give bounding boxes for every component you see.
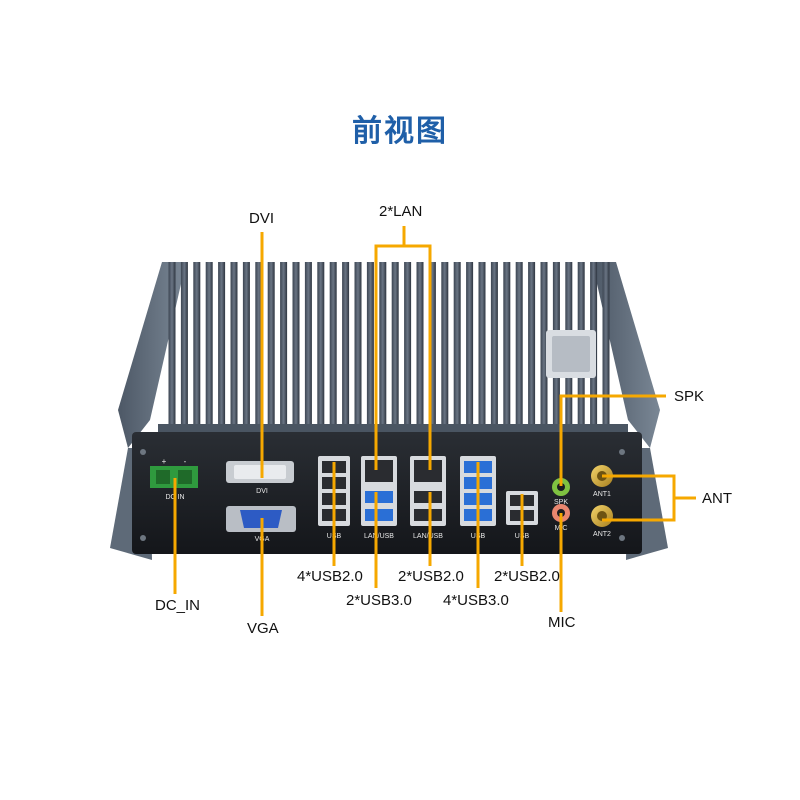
heatsink-fin: [602, 262, 610, 426]
svg-text:+: +: [162, 457, 167, 466]
callout-2usb30: 2*USB3.0: [346, 592, 412, 609]
callout-ant: ANT: [702, 490, 732, 507]
ant1-connector[interactable]: ANT1: [591, 465, 613, 498]
spk-jack[interactable]: SPK: [552, 478, 570, 506]
heatsink-fin: [540, 262, 548, 426]
heatsink-fin: [416, 262, 424, 426]
callout-2lan: 2*LAN: [379, 203, 423, 220]
callout-dvi: DVI: [249, 210, 275, 227]
ant2-label: ANT2: [593, 531, 611, 538]
heatsink-fin: [255, 262, 263, 426]
spk-label: SPK: [554, 499, 568, 506]
heatsink-fin: [180, 262, 188, 426]
lan-usb-port-1[interactable]: LAN/USB: [361, 456, 397, 540]
screw: [140, 535, 146, 541]
page-title: 前视图: [352, 114, 448, 149]
callout-2usb20-dual: 2*USB2.0: [494, 568, 560, 585]
heatsink-fin: [478, 262, 486, 426]
heatsink-fin: [528, 262, 536, 426]
heatsink-fin: [428, 262, 436, 426]
heatsink-fin: [354, 262, 362, 426]
callout-mic: MIC: [548, 614, 576, 631]
callout-2usb20-lan: 2*USB2.0: [398, 568, 464, 585]
ant1-label: ANT1: [593, 491, 611, 498]
heatsink-fins: [168, 262, 610, 426]
heatsink-fin: [466, 262, 474, 426]
right-bracket: [592, 262, 660, 448]
heatsink-fin: [342, 262, 350, 426]
heatsink-fin: [218, 262, 226, 426]
heatsink-fin: [168, 262, 176, 426]
brand-badge-inner: [552, 336, 590, 372]
callout-4usb30: 4*USB3.0: [443, 592, 509, 609]
heatsink-fin: [193, 262, 201, 426]
heatsink-fin: [503, 262, 511, 426]
svg-text:-: -: [184, 457, 187, 466]
heatsink-fin: [317, 262, 325, 426]
heatsink-fin: [205, 262, 213, 426]
heatsink-fin: [304, 262, 312, 426]
heatsink-fin: [404, 262, 412, 426]
heatsink-fin: [441, 262, 449, 426]
heatsink-fin: [366, 262, 374, 426]
heatsink-fin: [453, 262, 461, 426]
lan-usb-label: LAN/USB: [413, 533, 443, 540]
heatsink-fin: [280, 262, 288, 426]
dvi-label: DVI: [256, 488, 268, 495]
heatsink-fin: [242, 262, 250, 426]
callout-lines: [173, 226, 696, 616]
lan-usb-port-2[interactable]: LAN/USB: [410, 456, 446, 540]
heatsink-fin: [515, 262, 523, 426]
callout-4usb20: 4*USB2.0: [297, 568, 363, 585]
lan-usb-label: LAN/USB: [364, 533, 394, 540]
heatsink-fin: [329, 262, 337, 426]
screw: [619, 449, 625, 455]
dvi-port[interactable]: DVI: [226, 461, 294, 495]
callout-dc-in: DC_IN: [155, 597, 201, 614]
screw: [140, 449, 146, 455]
left-bracket: [118, 262, 186, 448]
callout-vga: VGA: [247, 620, 279, 637]
callout-spk: SPK: [674, 388, 705, 405]
heatsink-fin: [230, 262, 238, 426]
heatsink-fin: [267, 262, 275, 426]
spk-callout-line: [559, 394, 666, 486]
heatsink-fin: [379, 262, 387, 426]
heatsink-fin: [292, 262, 300, 426]
heatsink-fin: [391, 262, 399, 426]
fin-base: [158, 424, 628, 432]
heatsink-fin: [490, 262, 498, 426]
screw: [619, 535, 625, 541]
